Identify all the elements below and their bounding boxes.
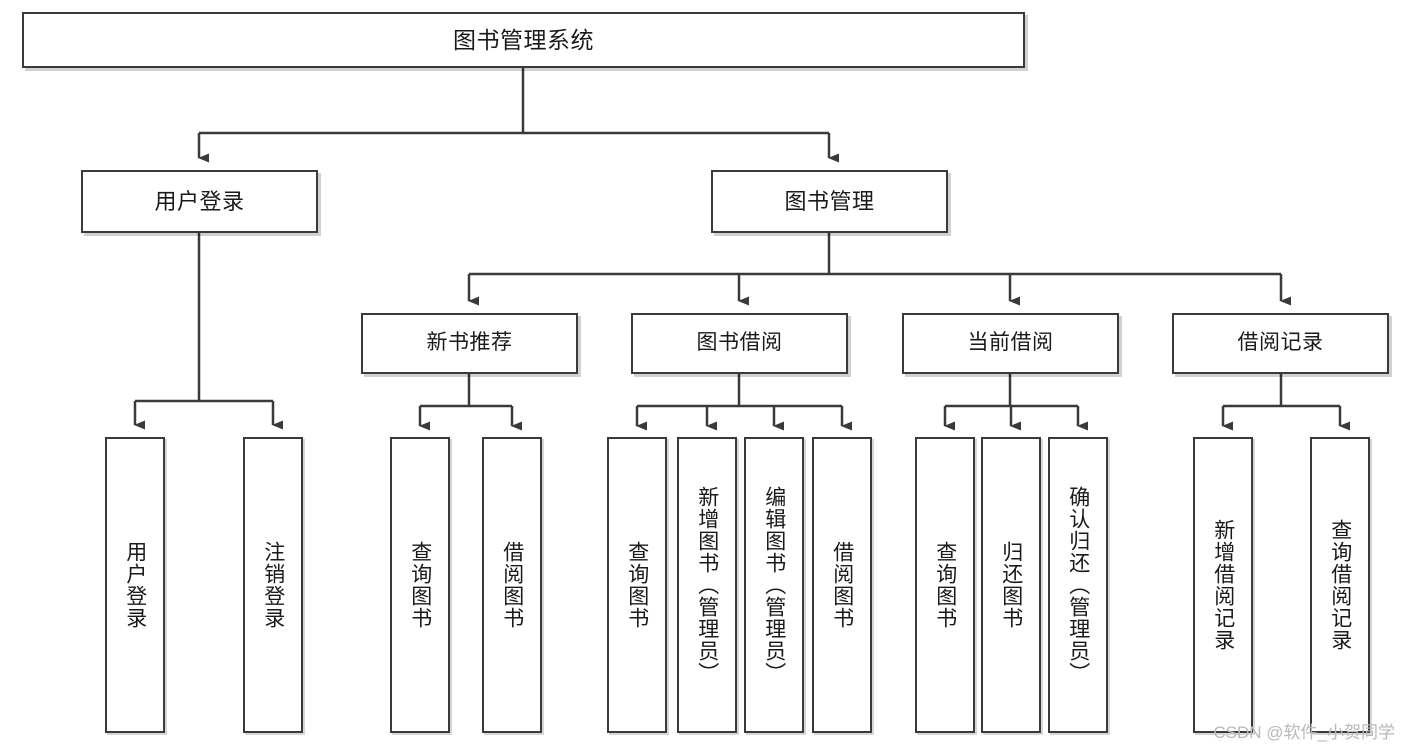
node-current-borrow[interactable]: 当前借阅 xyxy=(902,313,1119,374)
node-label: 借阅图书 xyxy=(500,541,524,629)
leaf-user-login-logout[interactable]: 注销登录 xyxy=(243,437,303,733)
node-label: 图书管理 xyxy=(784,188,875,214)
node-root-system[interactable]: 图书管理系统 xyxy=(22,12,1025,68)
node-borrow-record[interactable]: 借阅记录 xyxy=(1172,313,1389,374)
leaf-recommend-query-book[interactable]: 查询图书 xyxy=(390,437,450,733)
node-label: 图书借阅 xyxy=(696,331,783,355)
csdn-watermark: CSDN @软件_小贺同学 xyxy=(1213,723,1395,742)
node-label: 新书推荐 xyxy=(426,331,513,355)
leaf-borrow-borrow-book[interactable]: 借阅图书 xyxy=(812,437,872,733)
leaf-current-query-book[interactable]: 查询图书 xyxy=(915,437,975,733)
node-label: 查询借阅记录 xyxy=(1328,519,1352,651)
node-label: 归还图书 xyxy=(999,541,1023,629)
node-new-book-recommend[interactable]: 新书推荐 xyxy=(361,313,578,374)
leaf-borrow-edit-book-admin[interactable]: 编辑图书（管理员） xyxy=(744,437,804,733)
node-book-borrow[interactable]: 图书借阅 xyxy=(631,313,848,374)
leaf-record-add-record[interactable]: 新增借阅记录 xyxy=(1193,437,1253,733)
node-label: 用户登录 xyxy=(154,188,245,214)
node-label: 查询图书 xyxy=(408,541,432,629)
node-label: 查询图书 xyxy=(625,541,649,629)
leaf-current-confirm-return-admin[interactable]: 确认归还（管理员） xyxy=(1048,437,1108,733)
node-label: 借阅记录 xyxy=(1237,331,1324,355)
node-label: 当前借阅 xyxy=(967,331,1054,355)
node-label: 注销登录 xyxy=(261,541,285,629)
leaf-recommend-borrow-book[interactable]: 借阅图书 xyxy=(482,437,542,733)
node-label: 借阅图书 xyxy=(830,541,854,629)
node-book-management[interactable]: 图书管理 xyxy=(711,170,948,233)
node-label: 新增图书（管理员） xyxy=(695,486,719,684)
leaf-user-login-login[interactable]: 用户登录 xyxy=(105,437,165,733)
node-user-login[interactable]: 用户登录 xyxy=(81,170,318,233)
node-label: 确认归还（管理员） xyxy=(1066,486,1090,684)
node-label: 用户登录 xyxy=(123,541,147,629)
leaf-record-query-record[interactable]: 查询借阅记录 xyxy=(1310,437,1370,733)
leaf-current-return-book[interactable]: 归还图书 xyxy=(981,437,1041,733)
node-label: 图书管理系统 xyxy=(453,26,594,53)
leaf-borrow-query-book[interactable]: 查询图书 xyxy=(607,437,667,733)
node-label: 新增借阅记录 xyxy=(1211,519,1235,651)
node-label: 编辑图书（管理员） xyxy=(762,486,786,684)
node-label: 查询图书 xyxy=(933,541,957,629)
leaf-borrow-add-book-admin[interactable]: 新增图书（管理员） xyxy=(677,437,737,733)
